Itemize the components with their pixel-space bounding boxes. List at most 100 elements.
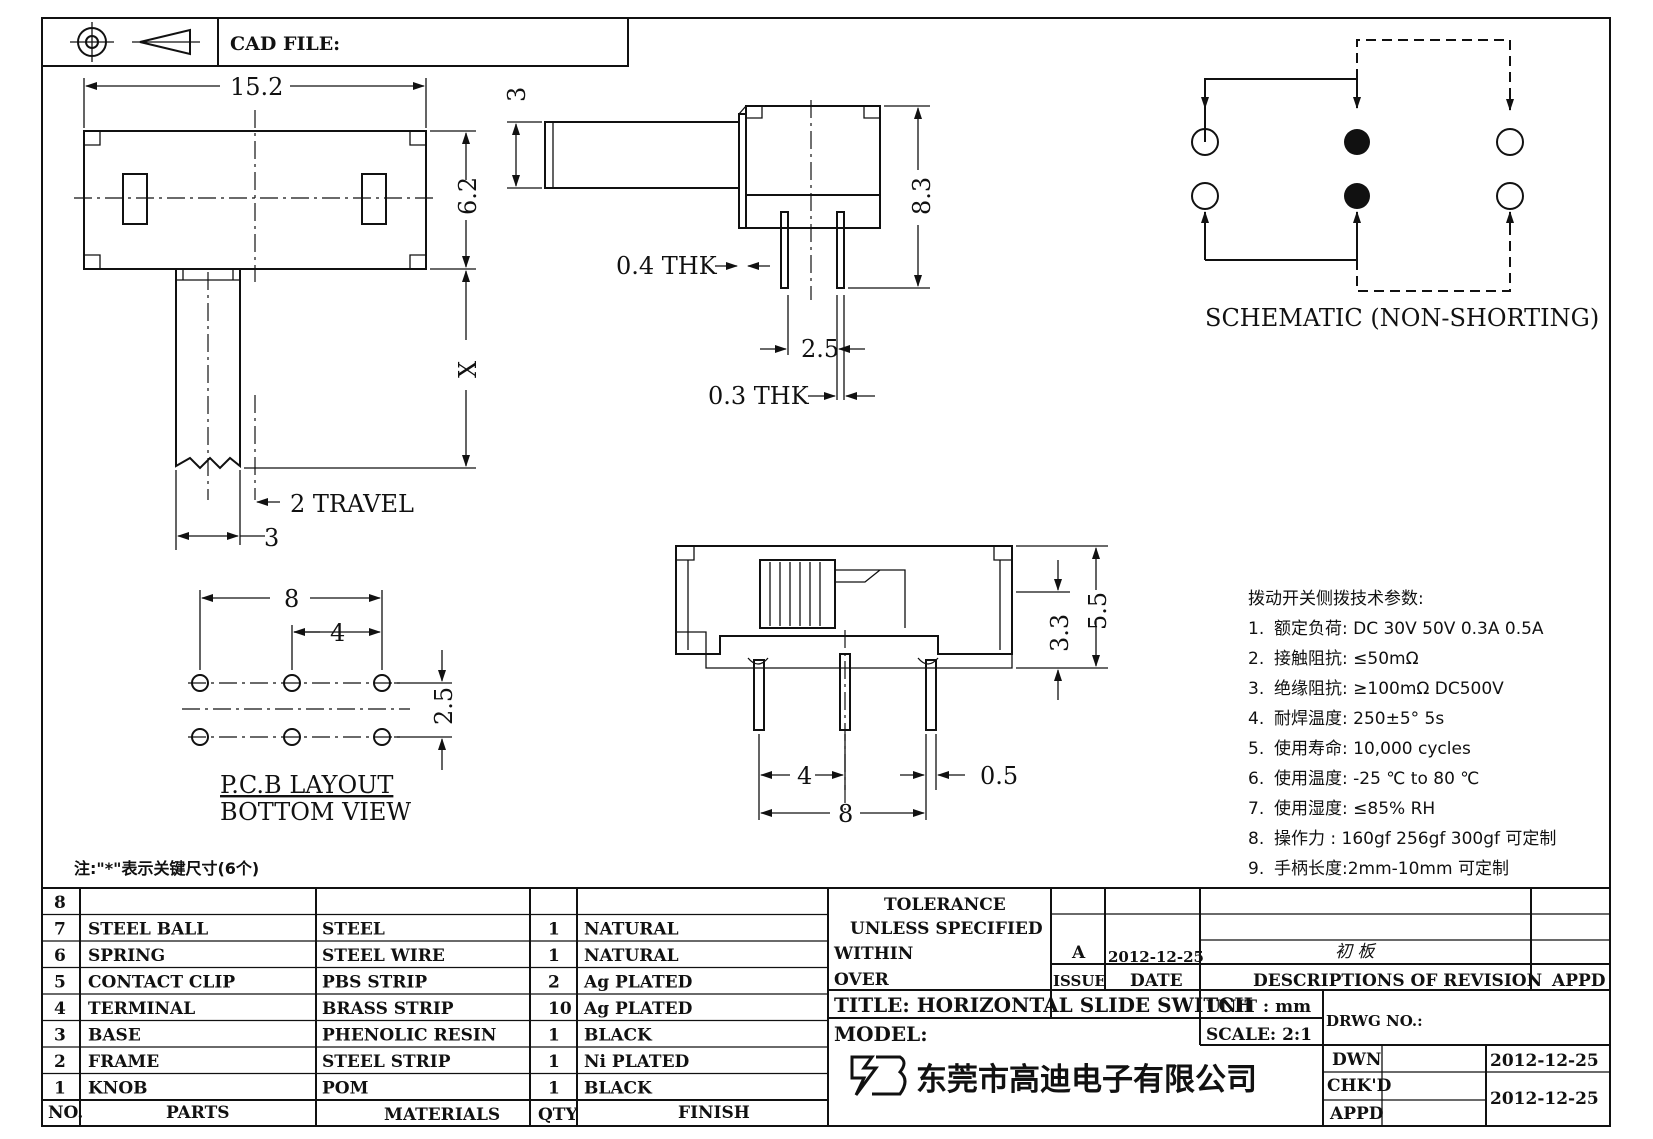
cell-part: FRAME: [88, 1052, 159, 1072]
cell-material: PBS STRIP: [322, 973, 427, 993]
dim-knob-width: 3: [264, 524, 279, 552]
cad-header: CAD FILE:: [41, 18, 629, 67]
company-logo-icon: [850, 1055, 907, 1096]
cell-finish: Ag PLATED: [583, 973, 693, 993]
dim-height: 6.2: [454, 177, 482, 215]
front-view: 5.5 3.3 4 0.5 8: [675, 545, 1112, 828]
cell-qty: 2: [548, 973, 560, 993]
spec-item-number: 1.: [1248, 619, 1264, 639]
front-dim-pin-width: 0.5: [980, 762, 1018, 790]
over-label: OVER: [834, 970, 890, 990]
checked-label: CHK'D: [1327, 1076, 1392, 1096]
cell-finish: Ag PLATED: [583, 999, 693, 1019]
spec-item-text: 使用温度: -25 ℃ to 80 ℃: [1274, 768, 1479, 789]
spec-item-text: 接触阻抗: ≤50mΩ: [1274, 649, 1419, 669]
spec-item-text: 绝缘阻抗: ≥100mΩ DC500V: [1274, 679, 1504, 699]
cell-qty: 1: [548, 920, 560, 940]
cell-material: PHENOLIC RESIN: [322, 1026, 496, 1046]
spec-item-number: 7.: [1248, 799, 1264, 819]
top-view: 15.2 6.2 X 2 TRAVEL 3: [74, 73, 482, 552]
projection-symbol-icon: [70, 22, 200, 62]
cell-part: STEEL BALL: [88, 920, 208, 940]
contact-open-icon: [1191, 128, 1219, 156]
spec-item-number: 4.: [1248, 709, 1264, 729]
issue-label: ISSUE: [1053, 972, 1106, 990]
contact-common-icon: [1344, 183, 1370, 209]
pcb-dim-span: 8: [284, 585, 299, 613]
cell-part: KNOB: [88, 1079, 148, 1099]
within-label: WITHIN: [833, 944, 913, 964]
dim-side-height: 8.3: [908, 177, 936, 215]
unless-specified: UNLESS SPECIFIED: [850, 919, 1043, 939]
dim-terminal-thickness: 0.4 THK: [616, 252, 718, 280]
spec-item-number: 2.: [1248, 649, 1264, 669]
front-dim-total: 5.5: [1084, 592, 1112, 630]
dim-travel: 2 TRAVEL: [290, 490, 414, 518]
dim-pin-pitch: 2.5: [801, 335, 839, 363]
front-dim-pitch: 4: [797, 762, 812, 790]
contact-open-icon: [1496, 128, 1524, 156]
spec-item-text: 使用湿度: ≤85% RH: [1274, 798, 1435, 819]
cell-finish: BLACK: [584, 1079, 653, 1099]
header-no: NO.: [48, 1103, 83, 1123]
revision-desc-label: DESCRIPTIONS OF REVISION: [1253, 971, 1542, 991]
drawing-title: TITLE: HORIZONTAL SLIDE SWITCH: [834, 993, 1253, 1017]
scale-label: SCALE: 2:1: [1206, 1025, 1312, 1045]
cell-no: 4: [54, 999, 66, 1019]
cell-qty: 1: [548, 1052, 560, 1072]
table-row: 2 FRAME STEEL STRIP 1 Ni PLATED: [54, 1052, 690, 1072]
issue-value: A: [1071, 943, 1086, 963]
cell-no: 5: [54, 973, 66, 993]
tolerance-label: TOLERANCE: [884, 895, 1006, 915]
pcb-subtitle: BOTTOM VIEW: [220, 798, 411, 826]
approve-label: APPD: [1329, 1104, 1384, 1124]
cell-finish: NATURAL: [584, 946, 679, 966]
cell-part: SPRING: [88, 946, 165, 966]
cell-material: BRASS STRIP: [322, 999, 454, 1019]
spec-item-number: 6.: [1248, 769, 1264, 789]
date-label: DATE: [1130, 971, 1183, 991]
cell-part: TERMINAL: [88, 999, 195, 1019]
pcb-dim-half: 4: [330, 619, 345, 647]
spec-item-number: 3.: [1248, 679, 1264, 699]
drawn-date: 2012-12-25: [1490, 1051, 1599, 1071]
cell-qty: 1: [548, 1079, 560, 1099]
cad-file-label: CAD FILE:: [230, 33, 340, 55]
header-finish: FINISH: [678, 1103, 750, 1123]
dim-width: 15.2: [230, 73, 283, 101]
cell-finish: Ni PLATED: [584, 1052, 690, 1072]
cell-no: 1: [54, 1079, 66, 1099]
contact-common-icon: [1344, 129, 1370, 155]
cell-no: 8: [54, 893, 66, 913]
spec-item-text: 手柄长度:2mm-10mm 可定制: [1274, 859, 1509, 879]
front-dim-body: 3.3: [1046, 614, 1074, 652]
drawing-number-label: DRWG NO.:: [1326, 1012, 1423, 1030]
cell-material: STEEL WIRE: [322, 946, 445, 966]
spec-list: 拨动开关侧拨技术参数: 1.额定负荷: DC 30V 50V 0.3A 0.5A…: [1248, 589, 1556, 879]
cell-material: POM: [322, 1079, 369, 1099]
approved-label: APPD: [1551, 971, 1606, 991]
dim-knob-height: 3: [503, 87, 531, 102]
spec-item-number: 5.: [1248, 739, 1264, 759]
front-dim-span: 8: [838, 800, 853, 828]
checked-date: 2012-12-25: [1490, 1089, 1599, 1109]
cell-material: STEEL STRIP: [322, 1052, 451, 1072]
contact-open-icon: [1496, 182, 1524, 210]
model-label: MODEL:: [834, 1022, 928, 1046]
cell-no: 2: [54, 1052, 66, 1072]
cell-qty: 10: [548, 999, 572, 1019]
drawn-label: DWN: [1332, 1050, 1381, 1070]
spec-item-number: 9.: [1248, 859, 1264, 879]
cell-part: BASE: [88, 1026, 141, 1046]
pcb-title: P.C.B LAYOUT: [220, 771, 393, 799]
cell-qty: 1: [548, 1026, 560, 1046]
cell-no: 3: [54, 1026, 66, 1046]
cell-finish: NATURAL: [584, 920, 679, 940]
header-materials: MATERIALS: [384, 1105, 500, 1125]
